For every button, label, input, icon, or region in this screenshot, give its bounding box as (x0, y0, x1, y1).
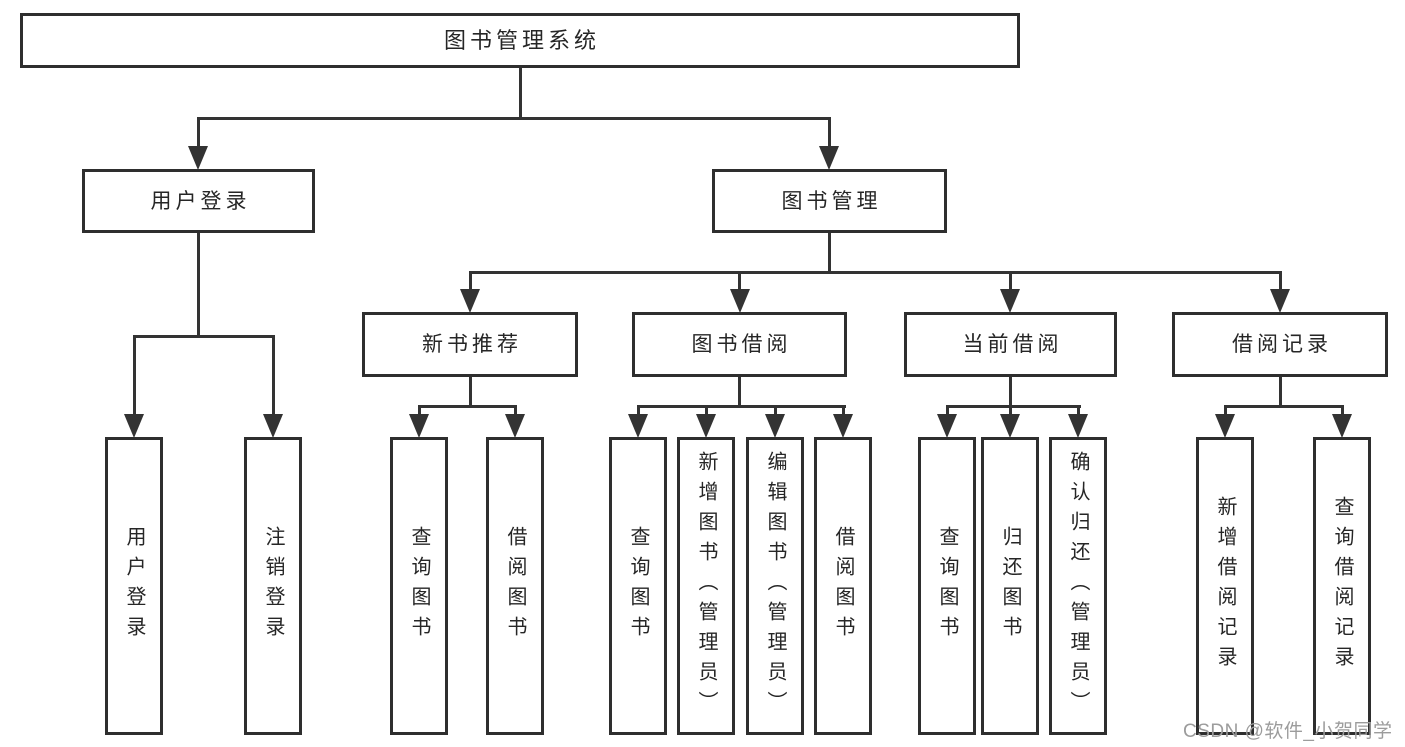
node-label: 编辑图书（管理员） (764, 451, 786, 721)
leaf-query-books-current: 查询图书 (918, 437, 976, 735)
connector-vline (637, 405, 640, 416)
connector-vline (774, 405, 777, 416)
arrowhead-down-icon (263, 414, 283, 438)
connector-vline (1009, 377, 1012, 406)
arrowhead-down-icon (628, 414, 648, 438)
connector-vline (197, 233, 200, 336)
node-system-root: 图书管理系统 (20, 13, 1020, 68)
arrowhead-down-icon (696, 414, 716, 438)
leaf-add-borrow-record: 新增借阅记录 (1196, 437, 1254, 735)
arrowhead-down-icon (1215, 414, 1235, 438)
node-label: 图书管理 (781, 189, 882, 213)
leaf-confirm-return-admin: 确认归还（管理员） (1049, 437, 1107, 735)
leaf-user-login: 用户登录 (105, 437, 163, 735)
leaf-query-books-borrowing: 查询图书 (609, 437, 667, 735)
connector-vline (197, 117, 200, 150)
node-label: 新增图书（管理员） (695, 451, 717, 721)
node-label: 查询借阅记录 (1331, 496, 1353, 676)
node-label: 图书管理系统 (443, 27, 600, 53)
node-label: 用户登录 (150, 189, 251, 213)
arrowhead-down-icon (1000, 289, 1020, 313)
arrowhead-down-icon (1068, 414, 1088, 438)
node-label: 归还图书 (999, 526, 1021, 646)
node-label: 确认归还（管理员） (1067, 451, 1089, 721)
arrowhead-down-icon (409, 414, 429, 438)
arrowhead-down-icon (730, 289, 750, 313)
connector-hline (637, 405, 846, 408)
leaf-logout: 注销登录 (244, 437, 302, 735)
node-user-login: 用户登录 (82, 169, 315, 233)
node-book-management: 图书管理 (712, 169, 947, 233)
watermark: CSDN @软件_小贺同学 (1183, 721, 1393, 742)
connector-vline (1077, 405, 1080, 416)
arrowhead-down-icon (188, 146, 208, 170)
arrowhead-down-icon (505, 414, 525, 438)
node-label: 借阅图书 (832, 526, 854, 646)
connector-hline (946, 405, 1081, 408)
arrowhead-down-icon (1000, 414, 1020, 438)
node-label: 查询图书 (627, 526, 649, 646)
node-label: 用户登录 (123, 526, 145, 646)
leaf-query-books-recommend: 查询图书 (390, 437, 448, 735)
node-label: 借阅图书 (504, 526, 526, 646)
leaf-add-book-admin: 新增图书（管理员） (677, 437, 735, 735)
connector-vline (842, 405, 845, 416)
connector-vline (418, 405, 421, 416)
connector-vline (133, 335, 136, 416)
node-label: 图书借阅 (691, 333, 792, 356)
node-label: 当前借阅 (962, 333, 1063, 356)
arrowhead-down-icon (1332, 414, 1352, 438)
connector-vline (738, 377, 741, 406)
node-label: 新增借阅记录 (1214, 496, 1236, 676)
connector-hline (469, 271, 1281, 274)
connector-hline (133, 335, 275, 338)
arrowhead-down-icon (1270, 289, 1290, 313)
connector-vline (1009, 271, 1012, 293)
connector-vline (519, 68, 522, 118)
connector-vline (272, 335, 275, 416)
connector-vline (469, 377, 472, 406)
arrowhead-down-icon (819, 146, 839, 170)
leaf-return-book: 归还图书 (981, 437, 1039, 735)
connector-vline (469, 271, 472, 293)
connector-vline (1341, 405, 1344, 416)
node-new-book-recommend: 新书推荐 (362, 312, 578, 377)
node-label: 查询图书 (936, 526, 958, 646)
connector-vline (1279, 271, 1282, 293)
leaf-query-borrow-record: 查询借阅记录 (1313, 437, 1371, 735)
connector-vline (705, 405, 708, 416)
arrowhead-down-icon (124, 414, 144, 438)
arrowhead-down-icon (765, 414, 785, 438)
connector-vline (1009, 405, 1012, 416)
connector-vline (828, 233, 831, 272)
leaf-borrow-books-recommend: 借阅图书 (486, 437, 544, 735)
node-current-borrowing: 当前借阅 (904, 312, 1117, 377)
connector-vline (738, 271, 741, 293)
node-book-borrowing: 图书借阅 (632, 312, 847, 377)
node-label: 查询图书 (408, 526, 430, 646)
connector-hline (418, 405, 517, 408)
arrowhead-down-icon (460, 289, 480, 313)
node-label: 新书推荐 (422, 333, 522, 356)
node-borrowing-records: 借阅记录 (1172, 312, 1388, 377)
node-label: 注销登录 (262, 526, 284, 646)
connector-hline (1224, 405, 1344, 408)
connector-vline (1279, 377, 1282, 406)
connector-vline (514, 405, 517, 416)
node-label: 借阅记录 (1232, 333, 1332, 356)
connector-hline (197, 117, 831, 120)
leaf-edit-book-admin: 编辑图书（管理员） (746, 437, 804, 735)
arrowhead-down-icon (833, 414, 853, 438)
leaf-borrow-books-borrowing: 借阅图书 (814, 437, 872, 735)
arrowhead-down-icon (937, 414, 957, 438)
connector-vline (1224, 405, 1227, 416)
connector-vline (828, 117, 831, 150)
connector-vline (946, 405, 949, 416)
